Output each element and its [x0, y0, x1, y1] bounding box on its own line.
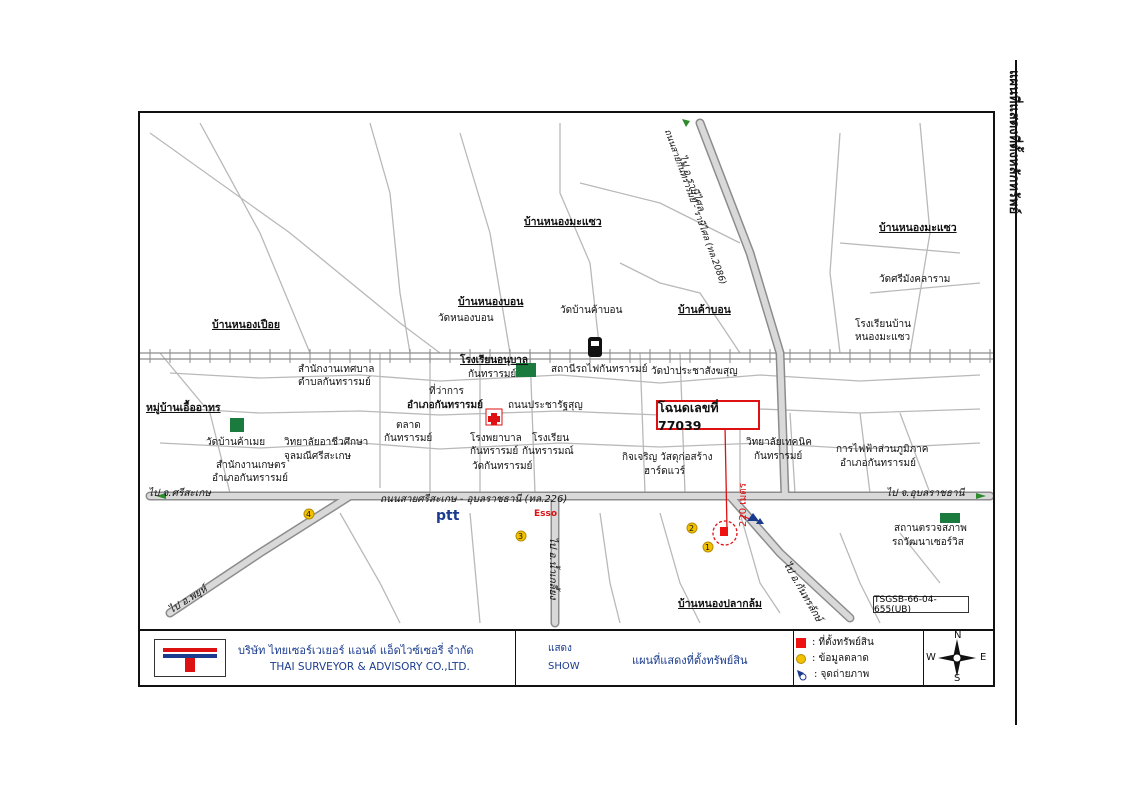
village-label: บ้านหนองบอน — [458, 296, 524, 308]
place-label: การไฟฟ้าส่วนภูมิภาค — [836, 444, 929, 455]
market-marker: 1 — [705, 543, 711, 552]
to-namyuen-label: ไป อ.น้ำเกลี้ยง — [547, 537, 558, 600]
market-marker: 3 — [518, 532, 524, 541]
title-block: บริษัท ไทยเซอร์เวเยอร์ แอนด์ แอ็ดไวซ์เซอ… — [140, 629, 993, 685]
photo-point-icon — [797, 669, 807, 680]
place-label: อำเภอกันทรารมย์ — [840, 458, 916, 469]
village-label: หมู่บ้านเอื้ออาทร — [146, 402, 221, 414]
legend-cell — [794, 631, 924, 685]
place-label: กันทรารมย์ — [384, 433, 433, 444]
legend-property: : ที่ตั้งทรัพย์สิน — [796, 635, 874, 650]
compass-s: S — [954, 673, 961, 684]
place-label: รถวัฒนาเซอร์วิส — [892, 537, 964, 548]
ptt-logo: ptt — [436, 508, 460, 524]
legend-photo: : จุดถ่ายภาพ — [796, 667, 869, 682]
show-cell — [516, 631, 794, 685]
place-label: สถานีรถไฟกันทรารมย์ — [551, 364, 648, 375]
side-rule — [1015, 60, 1017, 725]
place-label: โรงเรียนอนุบาล — [460, 355, 529, 366]
map-area: ถนนสายศรีสะเกษ - อุบลราชธานี (ทล.226) ไป… — [140, 113, 993, 629]
company-name-th: บริษัท ไทยเซอร์เวเยอร์ แอนด์ แอ็ดไวซ์เซอ… — [238, 644, 474, 657]
to-sisaket-label: ไป จ.ศรีสะเกษ — [148, 488, 211, 499]
village-label: บ้านค้าบอน — [678, 304, 731, 316]
village-label: บ้านหนองปลากล้ม — [678, 598, 762, 610]
place-label: วัดบ้านค้าเมย — [206, 437, 266, 448]
esso-logo: Esso — [534, 509, 558, 519]
place-label: วิทยาลัยอาชีวศึกษา — [284, 437, 369, 448]
place-label: กันทรารมย์ — [754, 451, 803, 462]
compass-icon — [938, 639, 976, 677]
deed-number-callout: โฉนดเลขที่ 77039 — [656, 400, 760, 433]
road-network — [140, 118, 993, 628]
village-label: บ้านหนองมะแซว — [524, 216, 602, 228]
company-cell: บริษัท ไทยเซอร์เวเยอร์ แอนด์ แอ็ดไวซ์เซอ… — [140, 631, 516, 685]
place-label: จุลมณีศรีสะเกษ — [284, 451, 352, 462]
market-marker: 4 — [306, 510, 312, 519]
map-code: TSGSB-66-04-655(UB) — [873, 595, 969, 615]
property-square-icon — [796, 637, 806, 648]
place-label: ฮาร์ดแวร์ — [644, 466, 686, 477]
hospital-icon — [485, 408, 503, 426]
legend-market: : ข้อมูลตลาด — [796, 651, 869, 666]
market-marker: 2 — [689, 524, 695, 533]
place-label: กิจเจริญ วัสดุก่อสร้าง — [622, 452, 713, 463]
place-label: อำเภอกันทรารมย์ — [212, 473, 288, 484]
to-ubon-label: ไป จ.อุบลราชธานี — [886, 488, 965, 499]
place-label: ที่ว่าการ — [429, 386, 464, 397]
place-label: วิทยาลัยเทคนิค — [746, 437, 812, 448]
place-label: กันทรารมย์ — [470, 446, 519, 457]
compass-e: E — [980, 652, 987, 663]
village-label: บ้านหนองเปือย — [212, 319, 280, 331]
place-label: วัดป่าประชาสังฆสุญ — [651, 366, 738, 377]
compass-w: W — [926, 652, 936, 663]
page-side-title: แผนที่แสดงที่ตั้งหลักทรัพย์ — [1006, 70, 1021, 215]
show-label-en: SHOW — [548, 661, 580, 672]
place-label: กันทรารมณ์ — [522, 446, 574, 457]
place-label: ถนนประชารัฐสุญ — [508, 400, 583, 411]
company-logo — [154, 639, 226, 677]
place-label: หนองมะแซว — [855, 332, 911, 343]
main-road-label: ถนนสายศรีสะเกษ - อุบลราชธานี (ทล.226) — [380, 494, 568, 505]
place-label: วัดบ้านค้าบอน — [560, 305, 623, 316]
place-label: กันทรารมย์ — [468, 369, 517, 380]
place-label: วัดศรีมังคลาราม — [879, 274, 951, 285]
place-label: โรงพยาบาล — [470, 433, 522, 444]
place-label: โรงเรียน — [532, 433, 570, 444]
village-label: บ้านหนองมะแซว — [879, 222, 957, 234]
map-frame: ถนนสายศรีสะเกษ - อุบลราชธานี (ทล.226) ไป… — [138, 111, 995, 687]
railway-station-icon — [588, 337, 602, 357]
place-label: สำนักงานเกษตร — [216, 460, 286, 471]
place-label: อำเภอกันทรารมย์ — [407, 400, 483, 411]
map-title: แผนที่แสดงที่ตั้งทรัพย์สิน — [632, 654, 748, 667]
place-label: ตลาด — [396, 420, 421, 431]
place-label: วัดกันทรารมย์ — [472, 461, 533, 472]
place-label: สำนักงานเทศบาล — [298, 364, 375, 375]
market-circle-icon — [796, 653, 806, 664]
company-name-en: THAI SURVEYOR & ADVISORY CO.,LTD. — [270, 661, 470, 673]
place-label: วัดหนองบอน — [438, 313, 494, 324]
distance-label: 220 เมตร — [738, 482, 749, 527]
compass-rose: N S W E — [924, 630, 990, 684]
place-label: สถานตรวจสภาพ — [894, 523, 967, 534]
place-label: ตำบลกันทรารมย์ — [298, 377, 371, 388]
place-label: โรงเรียนบ้าน — [855, 319, 911, 330]
show-label-th: แสดง — [548, 643, 572, 654]
compass-n: N — [954, 630, 962, 641]
